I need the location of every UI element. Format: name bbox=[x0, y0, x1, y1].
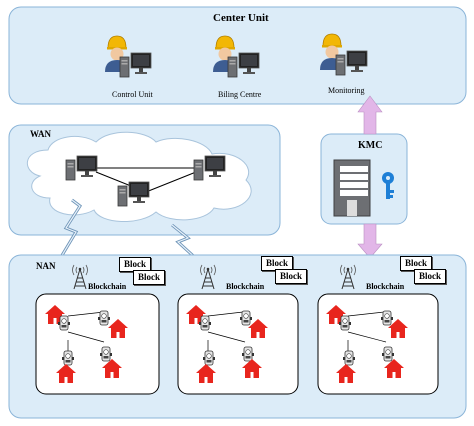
block-3b: Block bbox=[414, 269, 446, 284]
monitoring-label: Monitoring bbox=[328, 86, 365, 95]
wan-computer-left bbox=[65, 155, 98, 181]
wan-computer-right bbox=[193, 155, 226, 181]
neighborhood-3 bbox=[317, 293, 439, 395]
wan-title: WAN bbox=[30, 129, 52, 139]
wan-computer-center bbox=[117, 181, 150, 207]
key-icon bbox=[382, 172, 394, 199]
nan-title: NAN bbox=[36, 261, 56, 271]
wan-cloud bbox=[26, 131, 252, 223]
neighborhood-2 bbox=[177, 293, 299, 395]
blockchain-label-3: Blockchain bbox=[366, 282, 405, 291]
block-2b: Block bbox=[275, 269, 307, 284]
control-unit-label: Control Unit bbox=[112, 90, 153, 99]
blockchain-label-1: Blockchain bbox=[88, 282, 127, 291]
center-unit-title: Center Unit bbox=[213, 12, 269, 24]
center-unit-region bbox=[8, 6, 467, 105]
kmc-to-nan-arrow bbox=[357, 223, 383, 259]
block-1b: Block bbox=[133, 270, 165, 285]
kmc-server-icon bbox=[333, 159, 371, 217]
kmc-to-center-arrow bbox=[357, 95, 383, 135]
billing-centre-label: Biling Centre bbox=[218, 90, 262, 99]
neighborhood-1 bbox=[35, 293, 160, 395]
blockchain-label-2: Blockchain bbox=[226, 282, 265, 291]
kmc-title: KMC bbox=[358, 140, 383, 151]
